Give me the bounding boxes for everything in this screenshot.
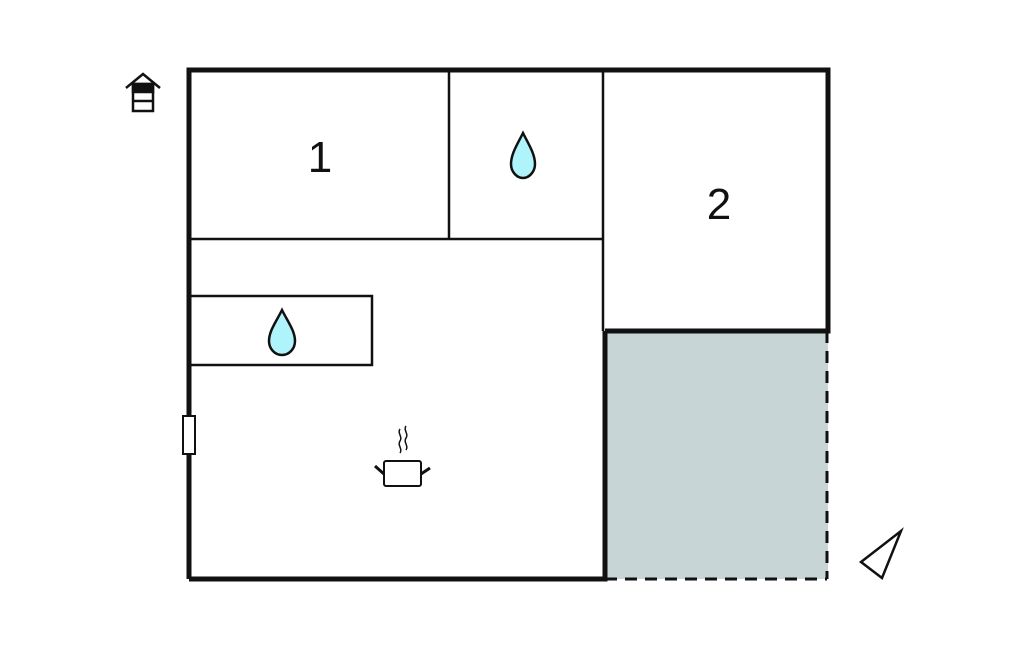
room-1-label: 1 xyxy=(308,133,332,182)
door-icon xyxy=(182,415,196,455)
terrace xyxy=(605,331,829,581)
north-arrow-icon xyxy=(858,527,904,580)
entrance-house-icon xyxy=(125,72,161,113)
water-drop-icon xyxy=(509,130,537,180)
cooking-pot-icon xyxy=(374,425,431,487)
room-2-label: 2 xyxy=(707,180,731,229)
water-drop-icon xyxy=(267,307,297,357)
inner-walls xyxy=(187,70,605,367)
